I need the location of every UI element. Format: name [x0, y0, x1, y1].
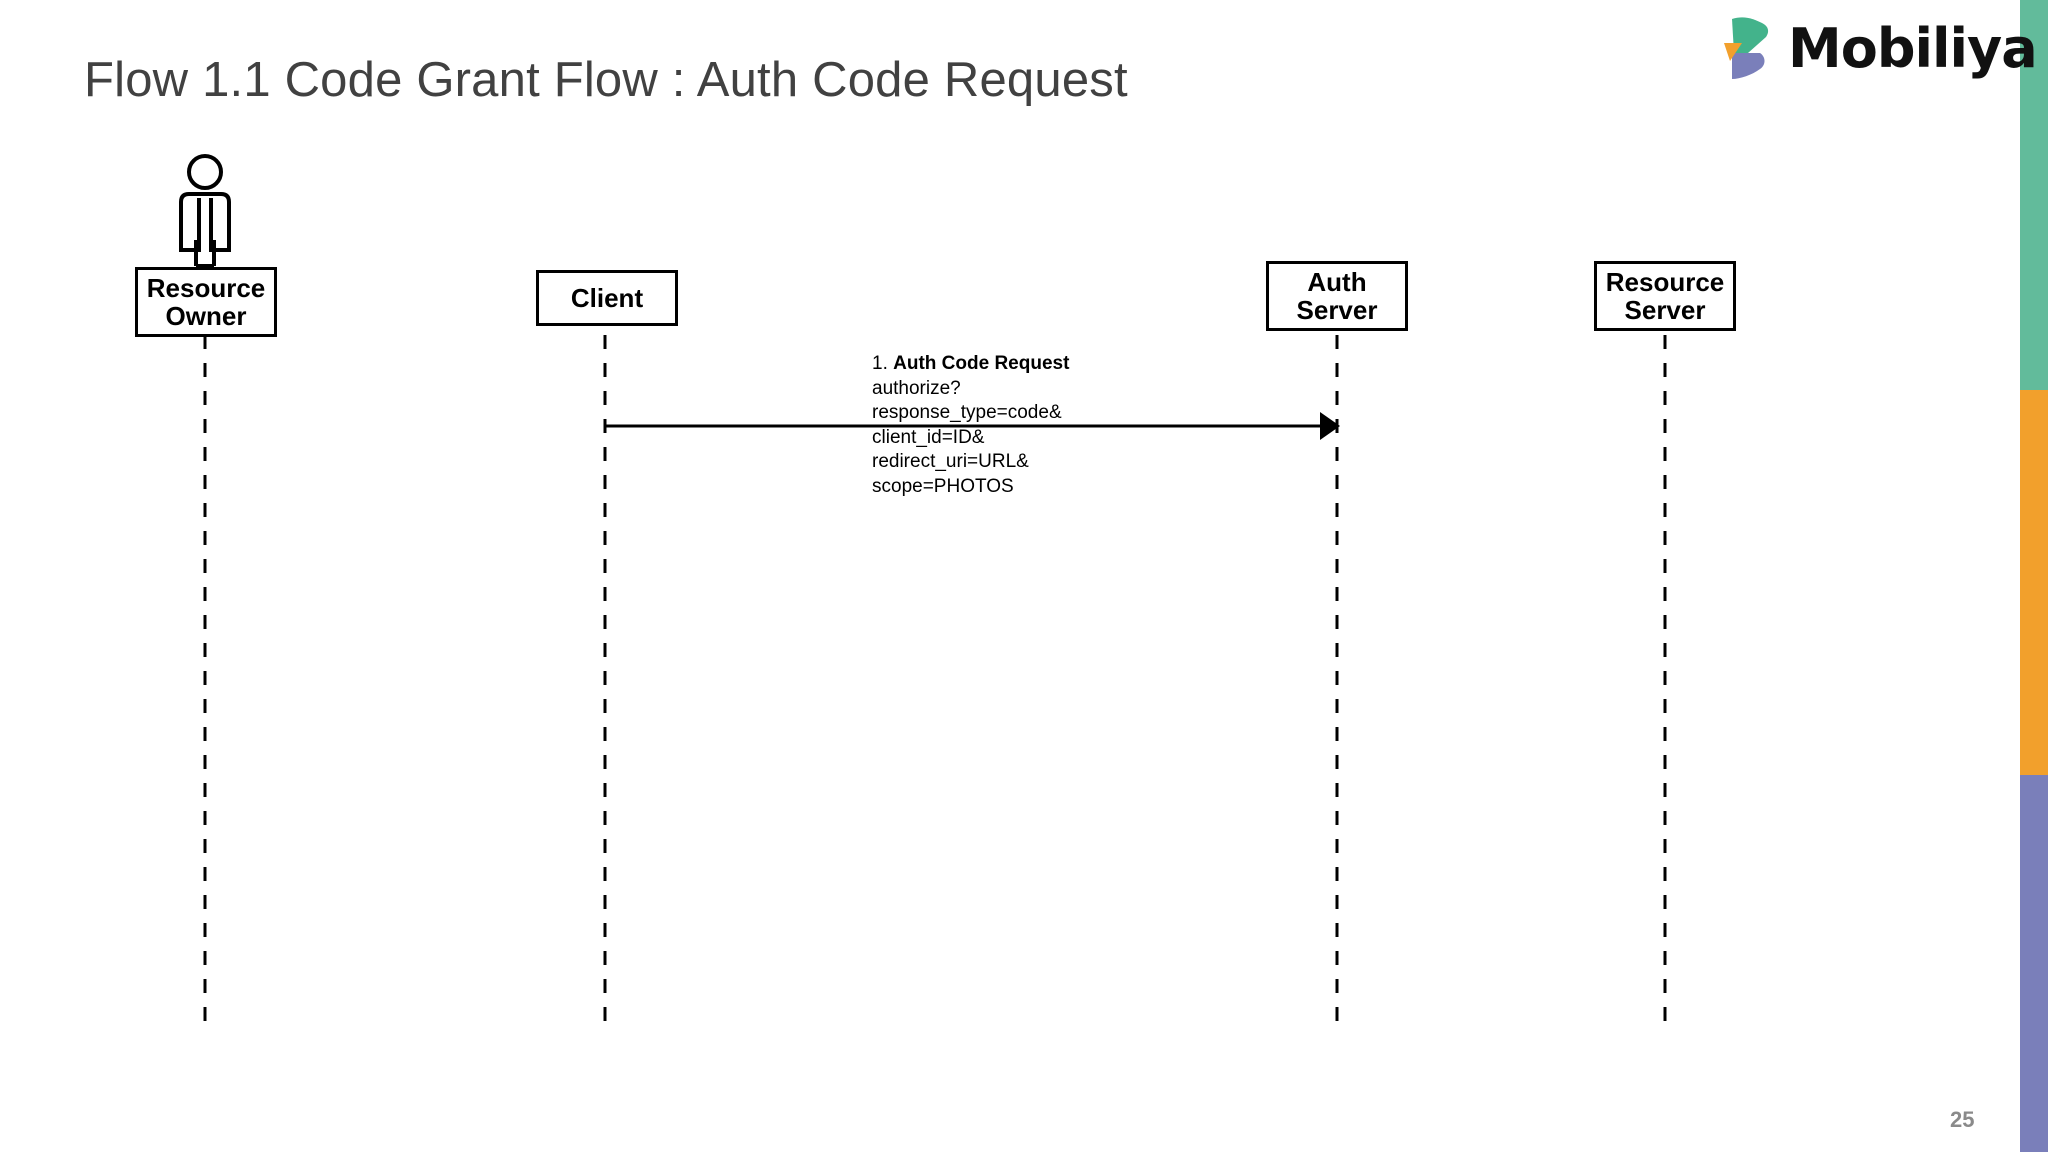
edge-bar-green — [2020, 0, 2048, 390]
participant-auth-server[interactable]: Auth Server — [1266, 261, 1408, 331]
page-title: Flow 1.1 Code Grant Flow : Auth Code Req… — [84, 53, 1128, 107]
message-note-auth-code-request: 1. Auth Code Request authorize? response… — [872, 352, 1102, 499]
participant-label-line-1: Auth — [1307, 266, 1367, 297]
message-param-3: client_id=ID& — [872, 426, 985, 448]
participant-label-line-2: Owner — [165, 301, 247, 331]
participant-label-line-2: Server — [1296, 295, 1378, 325]
participant-resource-server[interactable]: Resource Server — [1594, 261, 1736, 331]
message-param-5: scope=PHOTOS — [872, 475, 1014, 497]
message-param-1: authorize? — [872, 377, 961, 399]
edge-bar-orange — [2020, 390, 2048, 775]
participant-resource-owner[interactable]: Resource Owner — [135, 267, 277, 337]
participant-client[interactable]: Client — [536, 270, 678, 326]
participant-label-line-1: Resource — [1605, 266, 1725, 297]
message-param-4: redirect_uri=URL& — [872, 451, 1029, 472]
participant-label-line-2: Server — [1624, 295, 1706, 325]
mobiliya-logo: Mobiliya — [1718, 8, 2038, 90]
edge-bar-purple — [2020, 775, 2048, 1152]
message-label: Auth Code Request — [893, 353, 1070, 374]
mobiliya-logo-mark — [1724, 17, 1769, 79]
message-note-heading: 1. Auth Code Request — [872, 352, 1102, 377]
page-number: 25 — [1950, 1107, 1975, 1132]
message-arrow-auth-code-request — [605, 412, 1340, 440]
participant-label-line-1: Resource — [146, 272, 266, 303]
message-param-2: response_type=code& — [872, 402, 1062, 423]
participant-label-line-1: Client — [570, 282, 644, 313]
actor-icon-resource-owner — [179, 154, 231, 268]
lifelines — [203, 335, 1667, 1027]
mobiliya-wordmark: Mobiliya — [1788, 17, 2038, 80]
message-number: 1. — [872, 353, 888, 374]
